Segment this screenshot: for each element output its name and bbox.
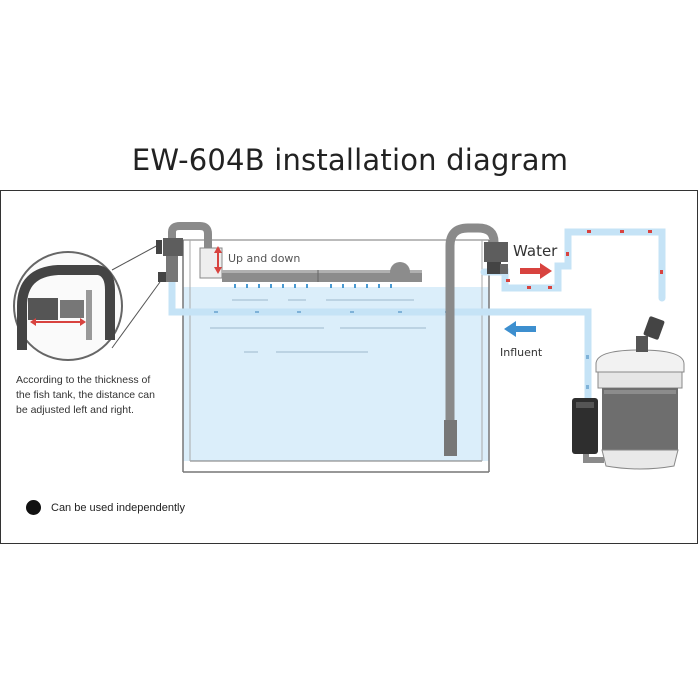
up-and-down-label: Up and down xyxy=(228,252,300,265)
outlet-pipe xyxy=(444,223,508,456)
spray-bar xyxy=(222,262,422,282)
influent-label: Influent xyxy=(500,346,543,359)
thickness-adjust-note: According to the thickness of the fish t… xyxy=(16,374,155,416)
influent-arrow-icon xyxy=(504,321,536,337)
canister-filter xyxy=(595,316,685,470)
pump xyxy=(572,398,604,463)
pipe-flow-marks xyxy=(506,230,663,289)
zoom-callout xyxy=(13,243,161,361)
water-label: Water xyxy=(513,242,558,260)
legend-dot-icon xyxy=(26,500,41,515)
inlet-pipe xyxy=(156,222,223,282)
diagram-title: EW-604B installation diagram xyxy=(131,143,569,177)
water-pipes xyxy=(168,228,666,444)
legend-text: Can be used independently xyxy=(51,501,185,514)
up-down-arrow-icon xyxy=(214,246,222,274)
legend: Can be used independently xyxy=(26,500,185,515)
spray-holes xyxy=(234,284,392,288)
fish-tank xyxy=(182,239,490,473)
water-arrow-icon xyxy=(520,263,552,279)
diagram-frame xyxy=(0,190,698,544)
